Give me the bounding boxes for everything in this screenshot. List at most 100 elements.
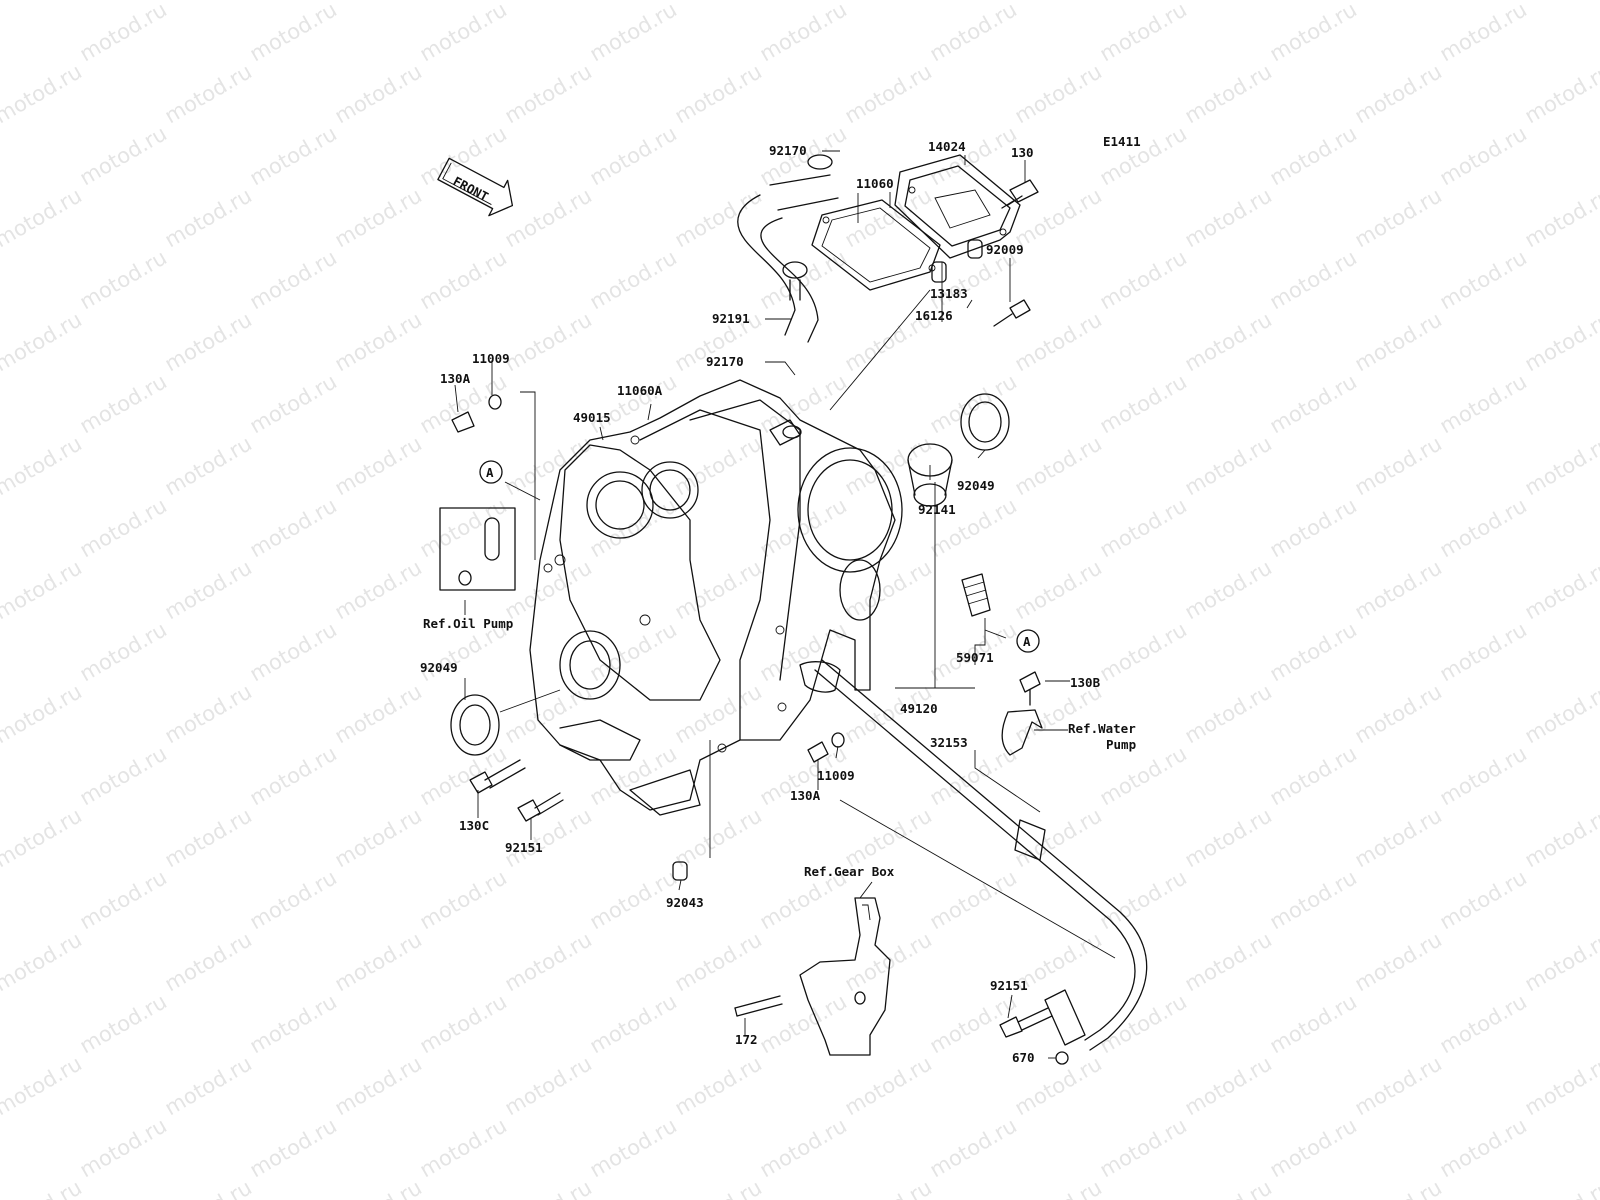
watermark-text: motod.ru [246, 0, 341, 66]
label-92009: 92009 [986, 242, 1024, 257]
watermark-text: motod.ru [671, 1051, 766, 1120]
svg-text:A: A [486, 465, 494, 480]
watermark-text: motod.ru [1436, 0, 1531, 66]
watermark-text: motod.ru [586, 493, 681, 562]
bolt-92151-left [517, 792, 564, 822]
watermark-text: motod.ru [756, 493, 851, 562]
watermark-text: motod.ru [671, 679, 766, 748]
watermark-text: motod.ru [1181, 1051, 1276, 1120]
dowel-92043 [672, 861, 688, 881]
watermark-text: motod.ru [161, 183, 256, 252]
watermark-text: motod.ru [1266, 121, 1361, 190]
watermark-text: motod.ru [0, 1175, 86, 1200]
watermark-text: motod.ru [1521, 555, 1600, 624]
watermark-text: motod.ru [501, 307, 596, 376]
label-92049-right: 92049 [957, 478, 995, 493]
watermark-text: motod.ru [1096, 245, 1191, 314]
watermark-text: motod.ru [331, 59, 426, 128]
label-11009-bottom: 11009 [817, 768, 855, 783]
watermark-text: motod.ru [246, 1113, 341, 1182]
label-670: 670 [1012, 1050, 1035, 1065]
watermark-text: motod.ru [416, 865, 511, 934]
watermark-text: motod.ru [246, 865, 341, 934]
watermark-text: motod.ru [1181, 183, 1276, 252]
watermark-text: motod.ru [1181, 0, 1276, 4]
watermark-text: motod.ru [1351, 803, 1446, 872]
oil-seal-92049-right [960, 393, 1010, 451]
filter-59071 [961, 573, 991, 617]
watermark-text: motod.ru [841, 803, 936, 872]
watermark-text: motod.ru [76, 741, 171, 810]
watermark-text: motod.ru [1436, 741, 1531, 810]
watermark-text: motod.ru [501, 927, 596, 996]
watermark-text: motod.ru [246, 617, 341, 686]
watermark-text: motod.ru [0, 989, 1, 1058]
label-130A-bottom: 130A [790, 788, 821, 803]
watermark-text: motod.ru [1351, 431, 1446, 500]
bolt-130C [469, 759, 526, 794]
label-13183: 13183 [930, 286, 968, 301]
watermark-text: motod.ru [1521, 431, 1600, 500]
watermark-text: motod.ru [246, 121, 341, 190]
label-32153: 32153 [930, 735, 968, 750]
watermark-text: motod.ru [1521, 307, 1600, 376]
watermark-text: motod.ru [76, 369, 171, 438]
watermark-text: motod.ru [0, 1113, 1, 1182]
watermark-text: motod.ru [76, 989, 171, 1058]
watermark-text: motod.ru [586, 1113, 681, 1182]
watermark-text: motod.ru [926, 865, 1021, 934]
watermark-text: motod.ru [756, 989, 851, 1058]
watermark-text: motod.ru [161, 803, 256, 872]
watermark-text: motod.ru [1181, 927, 1276, 996]
watermark-text: motod.ru [926, 369, 1021, 438]
front-label: FRONT [451, 173, 491, 204]
watermark-text: motod.ru [671, 59, 766, 128]
watermark-text: motod.ru [416, 245, 511, 314]
watermark-text: motod.ru [501, 1175, 596, 1200]
bolt-130 [1001, 179, 1039, 209]
watermark-text: motod.ru [1521, 679, 1600, 748]
watermark-text: motod.ru [1436, 245, 1531, 314]
diagram-code: E1411 [1103, 134, 1141, 149]
watermark-text: motod.ru [331, 307, 426, 376]
watermark-text: motod.ru [246, 741, 341, 810]
watermark-text: motod.ru [416, 989, 511, 1058]
label-172: 172 [735, 1032, 758, 1047]
watermark-text: motod.ru [1351, 679, 1446, 748]
watermark-text: motod.ru [1521, 927, 1600, 996]
watermark-text: motod.ru [841, 555, 936, 624]
callout-a-lower: A [1016, 629, 1040, 653]
watermark-text: motod.ru [1011, 183, 1106, 252]
reference-labels: Ref.Oil Pump Ref.Water Pump Ref.Gear Box [423, 616, 1136, 879]
label-92191: 92191 [712, 311, 750, 326]
watermark-text: motod.ru [76, 245, 171, 314]
watermark-text: motod.ru [0, 0, 1, 66]
watermark-text: motod.ru [671, 0, 766, 4]
pin-13183 [967, 239, 983, 259]
watermark-text: motod.ru [1096, 865, 1191, 934]
label-59071: 59071 [956, 650, 994, 665]
watermark-text: motod.ru [1266, 0, 1361, 66]
watermark-text: motod.ru [1181, 1175, 1276, 1200]
watermark-text: motod.ru [841, 1051, 936, 1120]
watermark-text: motod.ru [76, 1113, 171, 1182]
label-92043: 92043 [666, 895, 704, 910]
bolt-92009 [993, 299, 1031, 327]
watermark-text: motod.ru [1181, 555, 1276, 624]
watermark-text: motod.ru [331, 0, 426, 4]
label-92170-mid: 92170 [706, 354, 744, 369]
watermark-text: motod.ru [586, 989, 681, 1058]
watermark-text: motod.ru [1351, 927, 1446, 996]
watermark-text: motod.ru [841, 183, 936, 252]
watermark-text: motod.ru [331, 555, 426, 624]
watermark-text: motod.ru [671, 555, 766, 624]
watermark-text: motod.ru [586, 245, 681, 314]
watermark-text: motod.ru [331, 1175, 426, 1200]
watermark-text: motod.ru [1266, 617, 1361, 686]
label-92170-top: 92170 [769, 143, 807, 158]
label-92141: 92141 [918, 502, 956, 517]
watermark-text: motod.ru [1011, 1175, 1106, 1200]
label-130A-top: 130A [440, 371, 471, 386]
watermark-text: motod.ru [1436, 617, 1531, 686]
label-ref-oil-pump: Ref.Oil Pump [423, 616, 513, 631]
